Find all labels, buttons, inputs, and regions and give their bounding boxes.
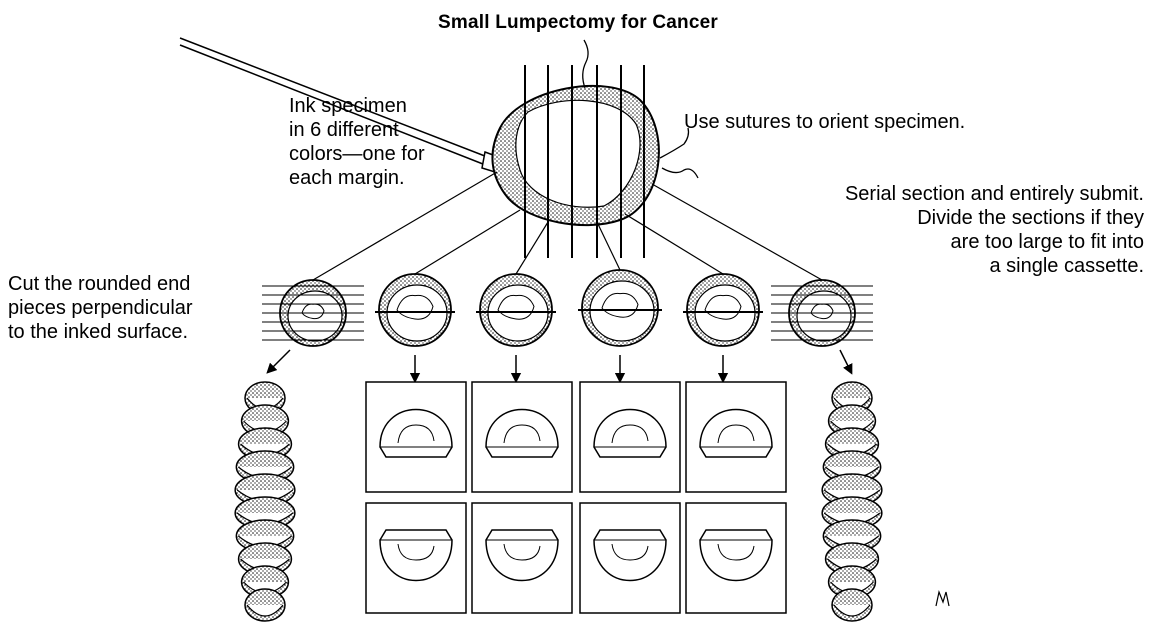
signature-mark xyxy=(936,592,949,606)
suture-right-2 xyxy=(662,168,698,178)
slice-connector xyxy=(313,172,497,280)
slice-face xyxy=(797,291,851,341)
brush-handle-edge xyxy=(180,45,488,166)
slice-connector xyxy=(597,222,620,270)
arrow xyxy=(840,350,850,370)
slice-connector xyxy=(516,222,548,274)
brush-handle-edge xyxy=(180,38,490,158)
suture-top xyxy=(583,40,588,88)
slice-connector xyxy=(415,210,520,274)
suture-right xyxy=(660,128,689,158)
slice-connector xyxy=(652,184,822,280)
slice-face xyxy=(288,291,342,341)
arrow xyxy=(270,350,290,370)
slice-connector xyxy=(625,214,723,274)
